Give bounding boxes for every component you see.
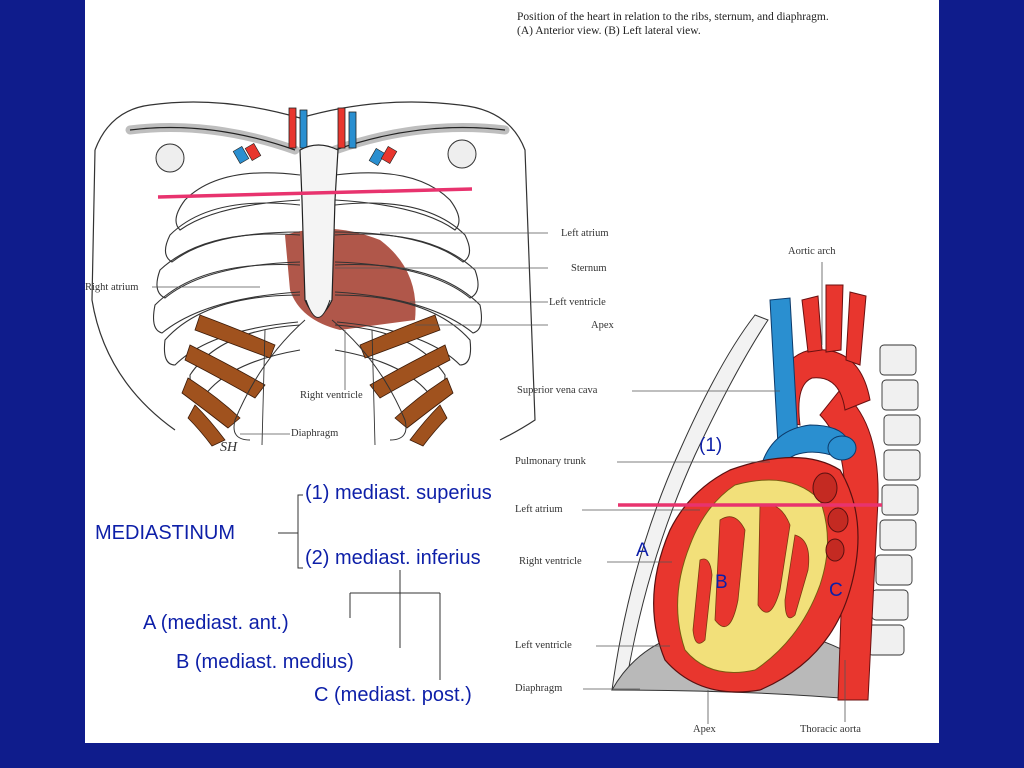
tree-node-superius: (1) mediast. superius xyxy=(305,482,492,504)
label-right-atrium-anterior: Right atrium xyxy=(85,282,139,293)
label-left-atrium-anterior: Left atrium xyxy=(561,228,609,239)
tree-node-inferius: (2) mediast. inferius xyxy=(305,547,481,569)
anatomy-illustration xyxy=(91,101,921,724)
tree-node-posterior: C (mediast. post.) xyxy=(314,684,472,706)
label-apex-anterior: Apex xyxy=(591,320,614,331)
label-left-atrium-lateral: Left atrium xyxy=(515,504,563,515)
vertebral-column xyxy=(867,344,921,656)
left-clavicle xyxy=(330,123,510,155)
label-pulmonary-trunk: Pulmonary trunk xyxy=(515,456,586,467)
caption-line-2: (A) Anterior view. (B) Left lateral view… xyxy=(517,25,701,37)
sternum xyxy=(299,144,339,316)
artist-signature: SH xyxy=(220,440,238,455)
label-thoracic-aorta: Thoracic aorta xyxy=(800,724,861,735)
tree-node-anterior: A (mediast. ant.) xyxy=(143,612,289,634)
annotation-region-c: C xyxy=(829,580,843,601)
lateral-view xyxy=(582,262,921,724)
annotation-region-b: B xyxy=(715,572,728,593)
label-sternum: Sternum xyxy=(571,263,607,274)
label-aortic-arch: Aortic arch xyxy=(788,246,836,257)
annotation-region-a: A xyxy=(636,540,649,561)
classification-tree xyxy=(278,494,441,680)
label-diaphragm-lateral: Diaphragm xyxy=(515,683,563,694)
label-right-ventricle-anterior: Right ventricle xyxy=(300,390,363,401)
right-clavicle xyxy=(125,123,300,155)
label-diaphragm-anterior: Diaphragm xyxy=(291,428,339,439)
annotation-region-1: (1) xyxy=(699,435,723,456)
label-left-ventricle-lateral: Left ventricle xyxy=(515,640,572,651)
label-superior-vena-cava: Superior vena cava xyxy=(517,385,598,396)
figure-caption: Position of the heart in relation to the… xyxy=(517,10,829,38)
tree-root-mediastinum: MEDIASTINUM xyxy=(95,522,235,544)
torso-outline xyxy=(94,101,536,441)
superior-vena-cava xyxy=(769,297,799,446)
marker-line-anterior xyxy=(157,187,473,199)
label-left-ventricle-anterior: Left ventricle xyxy=(549,297,606,308)
figure-panel: Position of the heart in relation to the… xyxy=(85,0,939,743)
caption-line-1: Position of the heart in relation to the… xyxy=(517,11,829,23)
tree-node-medius: B (mediast. medius) xyxy=(176,651,354,673)
label-apex-lateral: Apex xyxy=(693,724,716,735)
label-right-ventricle-lateral: Right ventricle xyxy=(519,556,582,567)
anterior-view xyxy=(91,101,548,447)
